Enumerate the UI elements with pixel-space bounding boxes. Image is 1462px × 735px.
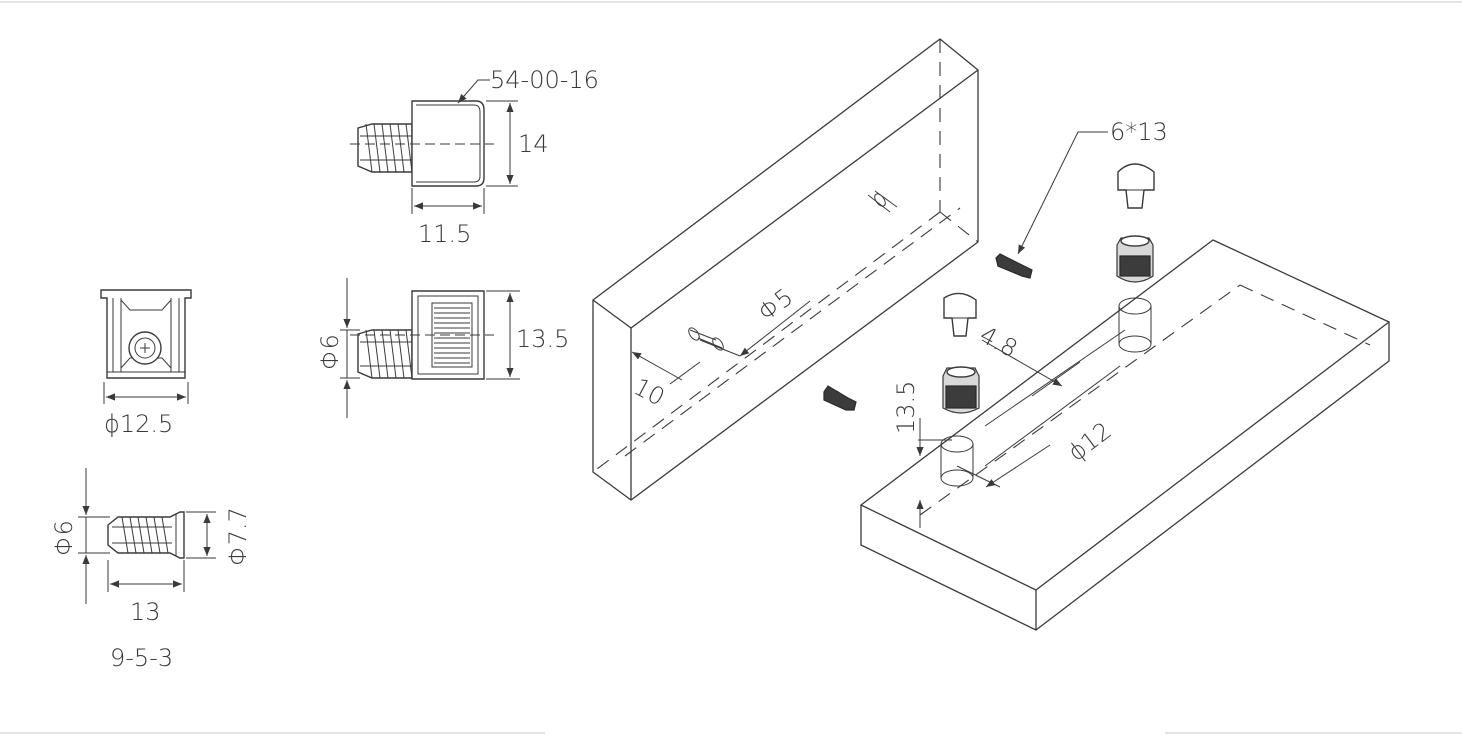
dim-phi5-label: Φ5 — [753, 283, 799, 327]
exploded-hardware: 6*13 — [823, 118, 1168, 414]
dim-phi12-label: ϕ12 — [1063, 417, 1117, 467]
screw-side-view: Φ6 Φ7.7 13 9-5-3 — [50, 468, 252, 672]
dim-screw-phi6-label: Φ6 — [50, 520, 78, 556]
screw-spec-6x13: 6*13 — [1110, 118, 1168, 146]
dim-phi6-side-label: Φ6 — [316, 334, 344, 370]
dim-screw-13-label: 13 — [130, 598, 161, 626]
dim-14-label: 14 — [518, 130, 549, 158]
dim-13-5-side-label: 13.5 — [516, 325, 569, 353]
dim-11-5-label: 11.5 — [418, 220, 471, 248]
dim-screw-phi7-7-label: Φ7.7 — [224, 507, 252, 566]
dim-13-5-depth-label: 13.5 — [892, 381, 920, 434]
dim-10-label: 10 — [629, 373, 669, 412]
horizontal-panel: 13.5 ϕ12 4.8 — [860, 239, 1390, 631]
cam-housing-side-view: Φ6 13.5 — [316, 278, 569, 418]
dim-4-8-label: 4.8 — [975, 321, 1022, 364]
screw-code-9-5-3: 9-5-3 — [110, 644, 173, 672]
cam-housing-front-view: ϕ12.5 — [100, 289, 192, 438]
dim-phi12-5-label: ϕ12.5 — [104, 410, 173, 438]
cam-housing-top-view: 14 11.5 54-00-16 — [350, 66, 599, 248]
part-code-54-00-16: 54-00-16 — [490, 66, 599, 94]
